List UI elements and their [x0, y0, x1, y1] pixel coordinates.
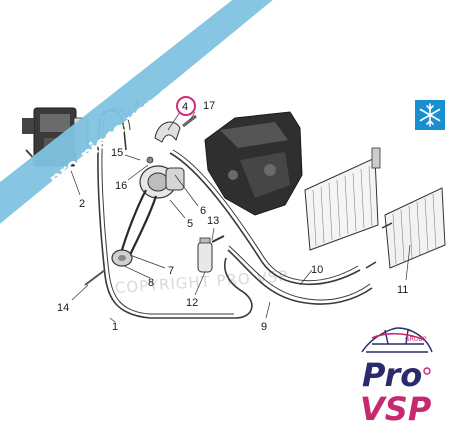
label-16[interactable]: 16 — [115, 180, 127, 192]
bolt-16 — [146, 156, 154, 164]
label-5[interactable]: 5 — [187, 218, 193, 230]
pipe-9 — [227, 249, 373, 305]
radiator-panel — [304, 147, 381, 251]
label-14[interactable]: 14 — [57, 302, 69, 314]
pipe-10 — [169, 152, 361, 286]
engine-block — [204, 111, 303, 216]
label-13[interactable]: 13 — [207, 215, 219, 227]
pipe-bracket-4 — [154, 114, 197, 143]
pipe-1 — [97, 117, 253, 319]
compressor-pulley — [147, 172, 169, 192]
logo-pro-text: Pro — [362, 356, 422, 394]
drive-belt — [120, 189, 158, 256]
pressure-switch — [211, 235, 225, 243]
logo-vsp-text: VSP — [360, 390, 432, 428]
logo-car-outline — [361, 327, 433, 353]
ac-badge — [415, 100, 445, 130]
pipe-10-inner — [172, 149, 359, 282]
label-9[interactable]: 9 — [261, 321, 267, 333]
label-4[interactable]: 4 — [182, 101, 188, 113]
label-7[interactable]: 7 — [168, 265, 174, 277]
label-15[interactable]: 15 — [111, 147, 123, 159]
label-6[interactable]: 6 — [200, 205, 206, 217]
dehydrator-bottle — [197, 235, 225, 273]
compressor-head — [165, 167, 185, 191]
snowflake-icon — [419, 103, 441, 127]
label-2[interactable]: 2 — [79, 198, 85, 210]
bolt-17 — [182, 114, 197, 128]
condenser-panel — [365, 187, 446, 269]
label-12[interactable]: 12 — [186, 297, 198, 309]
leader-lines — [69, 107, 411, 323]
label-11[interactable]: 11 — [397, 284, 408, 296]
label-10[interactable]: 10 — [311, 264, 323, 276]
logo-dot — [423, 367, 431, 375]
pipe-1-inner — [101, 117, 234, 315]
provsp-logo: GROUP Pro VSP — [360, 327, 433, 428]
label-8[interactable]: 8 — [148, 277, 154, 289]
label-17[interactable]: 17 — [203, 100, 215, 112]
highlight-circle-4 — [176, 96, 196, 116]
label-1[interactable]: 1 — [112, 321, 118, 333]
crank-pulley-hub — [118, 255, 126, 261]
bolt-14 — [84, 269, 106, 286]
logo-group-text: GROUP — [405, 336, 427, 343]
compressor-assembly — [84, 156, 185, 286]
pipe-9-inner — [228, 245, 371, 301]
part-labels: 1 2 3 4 5 6 7 8 9 10 11 12 13 14 15 16 1… — [57, 98, 408, 333]
